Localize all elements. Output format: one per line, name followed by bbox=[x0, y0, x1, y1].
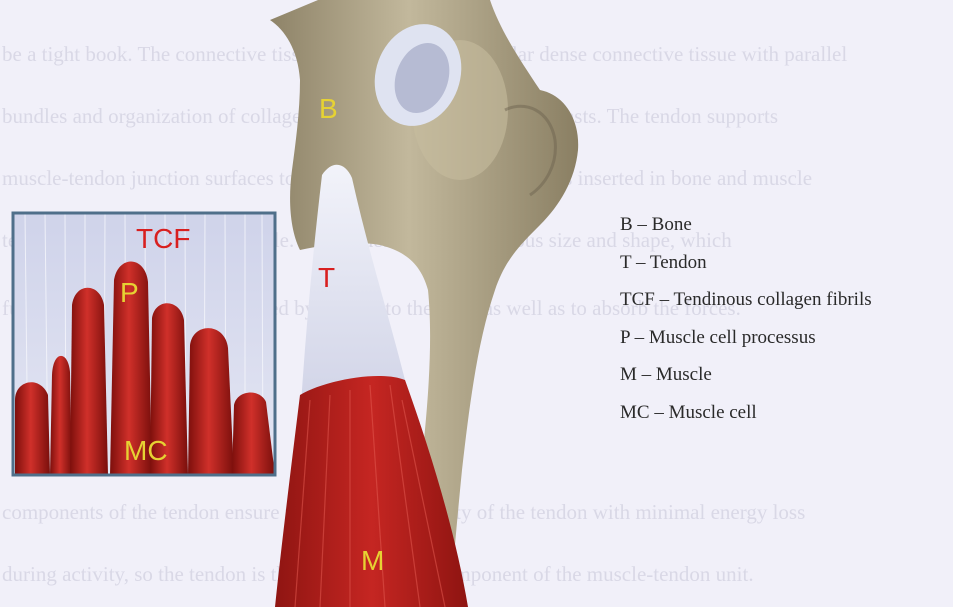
label-muscle-cell: MC bbox=[124, 435, 168, 466]
legend-item-muscle: M – Muscle bbox=[620, 356, 872, 394]
label-bone: B bbox=[319, 93, 338, 124]
legend-item-tcf: TCF – Tendinous collagen fibrils bbox=[620, 281, 872, 319]
legend-item-tendon: T – Tendon bbox=[620, 244, 872, 282]
inset-magnification: TCF P MC bbox=[13, 213, 275, 475]
label-tendon: T bbox=[318, 262, 335, 293]
label-processus: P bbox=[120, 277, 139, 308]
legend: B – Bone T – Tendon TCF – Tendinous coll… bbox=[620, 206, 872, 431]
label-muscle: M bbox=[361, 545, 384, 576]
legend-item-bone: B – Bone bbox=[620, 206, 872, 244]
legend-item-processus: P – Muscle cell processus bbox=[620, 319, 872, 357]
legend-item-muscle-cell: MC – Muscle cell bbox=[620, 394, 872, 432]
label-tcf: TCF bbox=[136, 223, 190, 254]
